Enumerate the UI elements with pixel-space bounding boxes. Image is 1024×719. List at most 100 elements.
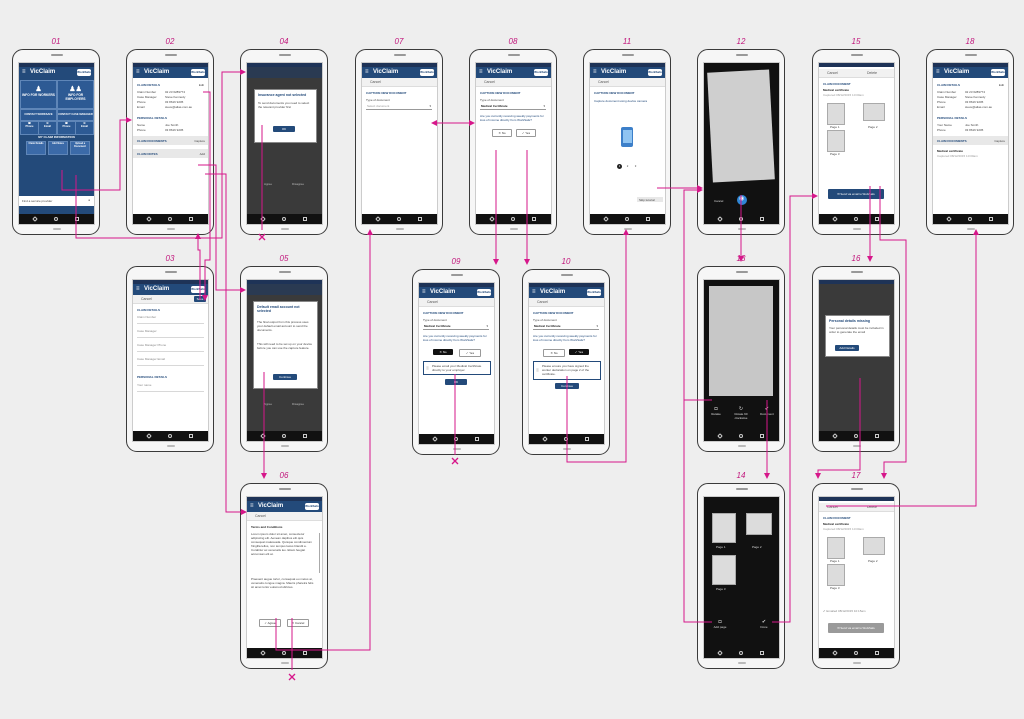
edit-link[interactable]: Edit (998, 83, 1004, 87)
arrow-02-to-06 (205, 173, 247, 515)
cancel-bar[interactable]: Cancel (590, 78, 665, 87)
cancel-link[interactable]: Cancel (827, 71, 838, 75)
no-button[interactable]: ✕ No (492, 129, 512, 137)
field-value: Joe Smith (965, 123, 979, 127)
phone-button-2[interactable]: ☎Phone (57, 121, 76, 135)
email-button-2[interactable]: ✉Email (75, 121, 94, 135)
delete-link[interactable]: Delete (867, 505, 878, 509)
capture-link[interactable]: Capture (194, 139, 205, 143)
field-label: Phone (937, 128, 946, 132)
page-thumbnail-1[interactable] (827, 537, 845, 559)
menu-icon[interactable]: ≡ (136, 286, 140, 292)
send-email-button[interactable]: ✉ Send via email to WorkSafe (828, 623, 884, 633)
add-page-button[interactable]: ◘Add page (708, 619, 732, 629)
menu-icon[interactable]: ≡ (479, 69, 483, 75)
field-value: 03 8616 9205 (965, 128, 984, 132)
yes-button[interactable]: ✓ Yes (569, 349, 589, 355)
page-thumbnail-1[interactable] (712, 513, 736, 543)
page-thumbnail-2[interactable] (863, 537, 885, 555)
page-dot-1[interactable]: 1 (617, 164, 622, 169)
cancel-bar[interactable]: Cancel (362, 78, 437, 87)
add-notes-button[interactable]: Add Notes (48, 141, 68, 155)
skip-tutorial-button[interactable]: Skip tutorial (637, 197, 663, 202)
delete-link[interactable]: Delete (867, 71, 878, 75)
provider-row[interactable]: Find a service provider● (19, 196, 94, 206)
arrow-15-to-18 (879, 186, 907, 479)
document-type-select[interactable]: Select document▾ (366, 103, 432, 110)
ok-button[interactable]: OK (273, 126, 295, 132)
edit-link[interactable]: Edit (198, 83, 204, 87)
upload-document-button[interactable]: Upload a Document (70, 141, 90, 155)
scrollbar[interactable] (318, 533, 320, 573)
cancel-bar[interactable]: Cancel (419, 298, 494, 307)
page-thumbnail-1[interactable] (827, 103, 845, 125)
document-type-select[interactable]: Medical Certificate▾ (423, 323, 489, 330)
menu-icon[interactable]: ≡ (936, 69, 940, 75)
menu-icon[interactable]: ≡ (136, 69, 140, 75)
yes-button[interactable]: ✓ Yes (459, 349, 481, 357)
capture-heading: CAPTURE NEW DOCUMENT (594, 91, 635, 95)
cancel-bar[interactable]: Cancel (133, 295, 208, 304)
document-type-select[interactable]: Medical Certificate▾ (480, 103, 546, 110)
menu-icon[interactable]: ≡ (22, 69, 26, 75)
menu-icon[interactable]: ≡ (365, 69, 369, 75)
page-thumbnail-2[interactable] (863, 103, 885, 121)
no-button[interactable]: ✕ No (433, 349, 453, 355)
claim-number-input[interactable] (137, 323, 204, 324)
agree-button[interactable]: ✓ Agree (259, 619, 281, 627)
cancel-bar[interactable]: Cancel (529, 298, 604, 307)
email-button-1[interactable]: ✉Email (38, 121, 57, 135)
claim-details-button[interactable]: Claim Details (26, 141, 46, 155)
yes-button[interactable]: ✓ Yes (516, 129, 536, 137)
camera-cancel[interactable]: Cancel (714, 199, 724, 203)
page-thumbnail-3[interactable] (827, 130, 845, 152)
cancel-bar[interactable]: Cancel (476, 78, 551, 87)
page-thumbnail-3[interactable] (712, 555, 736, 585)
email-icon: ✉ (837, 626, 841, 630)
page-label-1: Page 1 (830, 559, 840, 563)
page-dot-3[interactable]: 3 (634, 164, 637, 168)
menu-icon[interactable]: ≡ (422, 289, 426, 295)
my-claim-heading: MY CLAIM INFORMATION (38, 135, 75, 139)
case-manager-email-input[interactable] (137, 365, 204, 366)
cancel-bar[interactable]: Cancel (247, 512, 322, 521)
your-name-input[interactable] (137, 391, 204, 392)
done-button[interactable]: ✔Done (754, 619, 774, 629)
capture-link[interactable]: Capture (994, 139, 1005, 143)
dismiss-mark-09-b (451, 457, 459, 465)
retake-button[interactable]: ◘Retake (708, 406, 724, 416)
claim-document-heading: CLAIM DOCUMENT (823, 82, 851, 86)
field-value: 02 23 6289774 (165, 90, 186, 94)
tile-info-employers[interactable]: ♟♟INFO FOR EMPLOYERS (57, 80, 94, 109)
no-button[interactable]: ✕ No (543, 349, 565, 357)
case-manager-phone-input[interactable] (137, 351, 204, 352)
rotate-button[interactable]: ↻Rotate 90 clockwise (729, 406, 753, 420)
document-name[interactable]: Medical certificate (937, 149, 964, 153)
document-type-select[interactable]: Medical Certificate▾ (533, 323, 599, 330)
cancel-link[interactable]: Cancel (827, 505, 838, 509)
page-dot-2[interactable]: 2 (626, 164, 629, 168)
menu-icon[interactable]: ≡ (532, 289, 536, 295)
add-details-button[interactable]: Add Details (835, 345, 859, 351)
case-manager-input[interactable] (137, 337, 204, 338)
tile-info-workers[interactable]: ♟INFO FOR WORKERS (20, 80, 57, 109)
add-note-link[interactable]: Add (199, 152, 205, 156)
select-value: Medical Certificate (481, 104, 508, 108)
cancel-bar: Cancel Delete (819, 69, 894, 78)
menu-icon[interactable]: ≡ (593, 69, 597, 75)
alert-dialog: Insurance agent not selected To send doc… (254, 89, 317, 143)
continue-button[interactable]: Continue (273, 374, 297, 380)
dialog-body: The final output from this process uses … (257, 320, 309, 332)
shutter-button[interactable]: ◉ (737, 195, 747, 205)
page-thumbnail-2[interactable] (746, 513, 772, 535)
info-text: Please ensure you have signed the worker… (542, 364, 590, 376)
page-thumbnail-3[interactable] (827, 564, 845, 586)
cancel-button[interactable]: ✕ Cancel (287, 619, 309, 627)
ok-button[interactable]: OK (445, 379, 467, 385)
menu-icon[interactable]: ≡ (250, 503, 254, 509)
brand-title: VicClaim (373, 69, 399, 75)
send-email-button[interactable]: ✉ Send via email to WorkSafe (828, 189, 884, 199)
